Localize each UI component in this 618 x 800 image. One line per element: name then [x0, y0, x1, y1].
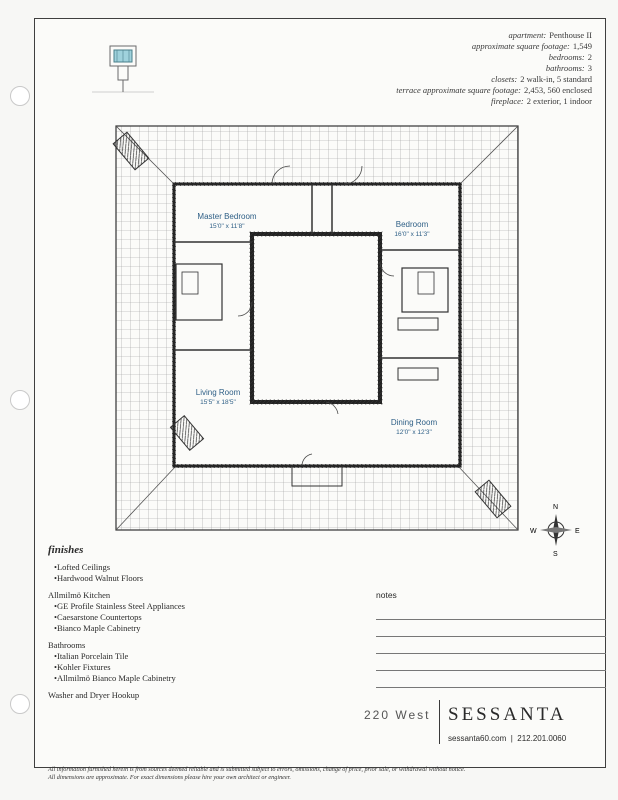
spec-square-footage: approximate square footage:1,549: [471, 41, 592, 51]
binder-hole: [10, 86, 30, 106]
brand-website: sessanta60.com: [448, 734, 507, 743]
finish-group: Bathrooms Italian Porcelain Tile Kohler …: [48, 640, 308, 684]
room-bedroom: Bedroom 16'0" x 11'3": [384, 220, 440, 240]
finish-group: Lofted Ceilings Hardwood Walnut Floors: [48, 562, 308, 584]
finish-item: Kohler Fixtures: [54, 662, 308, 673]
key-plan: [92, 45, 154, 93]
brand-block: 220 West SESSANTA sessanta60.com | 212.2…: [356, 700, 596, 746]
brand-divider: [439, 700, 440, 744]
room-name: Master Bedroom: [197, 212, 257, 221]
room-name: Bedroom: [395, 220, 429, 229]
floor-plan: Master Bedroom 15'0" x 11'8" Bedroom 16'…: [112, 122, 522, 534]
disclaimer: All information furnished herein is from…: [48, 766, 588, 782]
binder-hole: [10, 390, 30, 410]
finishes-list: finishes Lofted Ceilings Hardwood Walnut…: [48, 545, 308, 701]
spec-fireplace: fireplace:2 exterior, 1 indoor: [490, 96, 592, 106]
note-line: [376, 654, 606, 671]
room-dimensions: 15'0" x 11'8": [209, 223, 245, 230]
finish-item: GE Profile Stainless Steel Appliances: [54, 601, 308, 612]
notes-label: notes: [376, 590, 397, 600]
room-dimensions: 12'0" x 12'3": [396, 429, 432, 436]
brand-name: SESSANTA: [448, 704, 567, 725]
compass-w: W: [530, 528, 537, 535]
finish-item: Caesarstone Countertops: [54, 612, 308, 623]
spec-bedrooms: bedrooms:2: [548, 52, 592, 62]
room-master-bedroom: Master Bedroom 15'0" x 11'8": [186, 212, 268, 232]
disclaimer-line: All information furnished herein is from…: [48, 766, 466, 773]
note-line: [376, 620, 606, 637]
brand-phone: 212.201.0060: [517, 734, 567, 743]
note-line: [376, 671, 606, 688]
room-living-room: Living Room 15'5" x 18'5": [186, 388, 250, 408]
finish-item: Hardwood Walnut Floors: [54, 573, 308, 584]
room-dimensions: 15'5" x 18'5": [200, 399, 236, 406]
disclaimer-line: All dimensions are approximate. For exac…: [48, 774, 291, 781]
room-dimensions: 16'0" x 11'3": [394, 231, 430, 238]
note-line: [376, 603, 606, 620]
room-dining-room: Dining Room 12'0" x 12'3": [384, 418, 444, 438]
compass-n: N: [553, 504, 558, 511]
room-name: Living Room: [195, 388, 241, 397]
unit-specs: apartment:Penthouse II approximate squar…: [292, 30, 592, 107]
finish-item: Lofted Ceilings: [54, 562, 308, 573]
spec-terrace: terrace approximate square footage:2,453…: [396, 85, 592, 95]
note-line: [376, 637, 606, 654]
spec-bathrooms: bathrooms:3: [545, 63, 592, 73]
finishes-title: finishes: [48, 544, 84, 556]
finish-group-title: Bathrooms: [48, 640, 86, 650]
spec-apartment: apartment:Penthouse II: [508, 30, 592, 40]
binder-hole: [10, 694, 30, 714]
floor-plan-drawing: [112, 125, 519, 531]
notes-section: notes: [376, 585, 606, 688]
compass-e: E: [575, 528, 580, 535]
room-name: Dining Room: [390, 418, 438, 427]
spec-closets: closets:2 walk-in, 5 standard: [491, 74, 592, 84]
finish-group-title: Allmilmö Kitchen: [48, 590, 111, 600]
building-address: 220 West: [364, 708, 431, 722]
compass-rose-icon: N S E W: [530, 504, 580, 558]
brand-contact: sessanta60.com | 212.201.0060: [448, 734, 566, 743]
finish-group: Allmilmö Kitchen GE Profile Stainless St…: [48, 590, 308, 634]
compass-s: S: [553, 551, 558, 558]
finish-item: Italian Porcelain Tile: [54, 651, 308, 662]
contact-separator: |: [510, 734, 513, 743]
finish-washer: Washer and Dryer Hookup: [48, 690, 140, 700]
finish-item: Allmilmö Bianco Maple Cabinetry: [54, 673, 308, 684]
finish-item: Bianco Maple Cabinetry: [54, 623, 308, 634]
